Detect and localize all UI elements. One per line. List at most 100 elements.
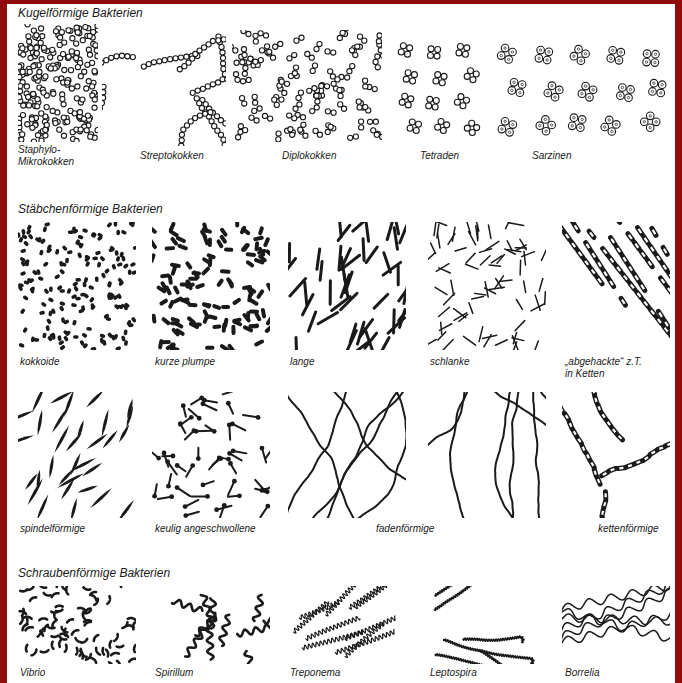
coccus-cell: [657, 89, 665, 97]
rod-cell: [48, 321, 49, 323]
filament-cell: [323, 392, 406, 494]
rod-cell: [222, 346, 228, 350]
coccus-cell: [643, 50, 651, 58]
club-head: [237, 493, 242, 498]
rod-cell: [66, 321, 68, 322]
chain-cell: [611, 238, 615, 245]
rod-cell: [204, 259, 209, 262]
coccus-cell: [331, 110, 336, 115]
chain-cell-inner: [657, 256, 660, 260]
coccus-cell: [651, 59, 659, 67]
coccus-division: [571, 125, 573, 127]
treponema-cell: [335, 630, 394, 655]
chain-cell: [603, 492, 608, 499]
coccus-cell: [74, 41, 79, 46]
club-cell: [266, 448, 270, 458]
vibrio-cell: [52, 593, 59, 597]
rod-cell: [294, 338, 298, 350]
coccus-division: [501, 128, 503, 130]
club-head: [262, 488, 267, 493]
spirillum-panel: [172, 595, 270, 664]
chain-cell-inner: [566, 415, 568, 418]
strepto-panel: [102, 34, 226, 146]
chain-cell-inner: [641, 285, 644, 289]
coccus-cell: [509, 121, 517, 129]
leptospira-cell: [444, 639, 534, 664]
coccus-cell: [26, 94, 31, 99]
vibrio-cell: [94, 635, 98, 641]
rod-cell: [341, 249, 351, 270]
rod-cell: [58, 337, 62, 339]
spindle-cell: [86, 392, 104, 407]
vibrio-cell: [52, 621, 55, 627]
coccus-cell: [402, 93, 408, 99]
rod-cell: [463, 336, 475, 345]
rod-cell: [40, 276, 42, 280]
rod-cell: [42, 334, 46, 336]
rod-cell: [92, 234, 96, 236]
rod-cell: [22, 310, 23, 312]
coccus-cell: [345, 75, 350, 80]
rod-cell: [116, 306, 117, 307]
rod-cell: [214, 306, 219, 308]
rod-cell: [230, 346, 234, 350]
vibrio-cell: [103, 648, 105, 655]
vibrio-cell: [51, 612, 58, 613]
coccus-cell: [66, 28, 71, 33]
coccus-cell: [340, 30, 345, 35]
coccus-cell: [236, 135, 241, 140]
coccus-cell: [235, 77, 240, 82]
coccus-cell: [258, 31, 263, 36]
rod-cell: [466, 253, 475, 263]
coccus-cell: [20, 46, 25, 51]
chain-cell-inner: [604, 493, 606, 497]
chain-cell-inner: [628, 465, 632, 466]
coccus-cell: [195, 88, 200, 93]
coccus-cell: [312, 86, 317, 91]
chain-cell-inner: [651, 310, 654, 314]
coccus-cell: [50, 47, 55, 52]
rod-cell: [494, 276, 503, 289]
coccus-division: [619, 94, 621, 96]
coccus-cell: [309, 55, 314, 60]
chain-cell: [584, 260, 589, 266]
rod-cell: [214, 325, 219, 330]
coccus-cell: [658, 81, 666, 89]
spindle-cell: [66, 433, 82, 451]
rod-cell: [70, 230, 72, 234]
rod-cell: [48, 250, 49, 252]
vibrio-cell: [120, 586, 121, 587]
chain-cell: [658, 447, 665, 450]
coccus-cell: [432, 104, 438, 110]
rod-cell: [197, 285, 202, 287]
coccus-cell: [178, 55, 183, 60]
rod-cell: [97, 251, 99, 255]
spirillum-cell: [253, 595, 263, 621]
vibrio-cell: [106, 650, 108, 657]
diplo-panel: [232, 30, 382, 142]
rod-cell: [209, 255, 214, 257]
rod-cell: [172, 239, 176, 243]
coccus-division: [538, 57, 540, 59]
coccus-cell: [88, 134, 93, 139]
chain-cell-inner: [659, 447, 663, 448]
chain-cell-inner: [601, 511, 604, 515]
coccus-division: [500, 54, 502, 56]
rod-cell: [374, 294, 388, 308]
coccus-cell: [70, 36, 75, 41]
coccus-cell: [216, 38, 221, 43]
rod-cell: [176, 324, 181, 327]
coccus-division: [611, 49, 613, 51]
vibrio-cell: [114, 634, 117, 641]
rod-cell: [107, 283, 111, 285]
chain-cell-inner: [651, 247, 654, 251]
coccus-cell: [293, 65, 298, 70]
coccus-cell: [253, 39, 258, 44]
rod-cell: [82, 293, 84, 297]
sarz-panel: [497, 44, 666, 136]
vibrio-cell: [129, 659, 136, 662]
club-head: [190, 463, 195, 468]
coccus-cell: [61, 102, 66, 107]
club-head: [183, 513, 188, 518]
coccus-cell: [77, 110, 82, 115]
